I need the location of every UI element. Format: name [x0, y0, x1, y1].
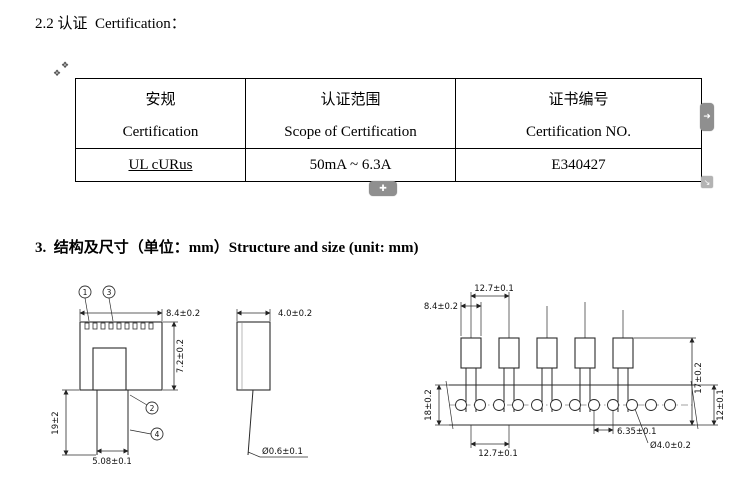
body-serration — [84, 322, 154, 330]
section-title-structure: 3. 结构及尺寸（单位：mm）Structure and size (unit:… — [35, 240, 419, 256]
header-zh-label: 安规 — [145, 91, 176, 108]
cell-cert-no: E340427 — [455, 148, 702, 182]
fuse-body-side-outline — [236, 321, 271, 391]
header-zh-label: 证书编号 — [548, 91, 609, 108]
side-view-drawing: 4.0±0.2 Ø0.6±0.1 — [236, 309, 312, 458]
section-title-certification: 2.2 认证 Certification： — [35, 16, 186, 32]
dim-side-lead-diameter: Ø0.6±0.1 — [262, 446, 303, 457]
dim-tape-right-height: 12±0.1 — [716, 389, 726, 420]
lead-side — [247, 389, 254, 456]
nav-arrow-up-button[interactable]: ✚ — [369, 181, 397, 196]
dim-tape-body-width: 8.4±0.2 — [424, 302, 458, 312]
nav-arrow-right-button[interactable]: ➜ — [700, 103, 714, 131]
dim-front-width: 8.4±0.2 — [166, 309, 200, 319]
tape-fuse-body — [460, 337, 482, 369]
header-cell-scope: 认证范围 Scope of Certification — [245, 78, 456, 149]
certification-table: 安规 Certification 认证范围 Scope of Certifica… — [75, 78, 702, 182]
dim-tape-pitch-top: 12.7±0.1 — [474, 284, 514, 294]
callout-2-circle — [145, 401, 159, 415]
callout-4-leader — [129, 429, 152, 435]
dim-front-lead-length: 19±2 — [51, 411, 61, 434]
dim-tape-total-height: 17±0.2 — [694, 362, 704, 393]
header-cell-certification: 安规 Certification — [75, 78, 246, 149]
dim-tape-hole-diameter: Ø4.0±0.2 — [650, 440, 691, 451]
anchor-marker-icon: ❖ — [53, 68, 62, 78]
tape-leads — [465, 368, 629, 412]
callout-4-label: 4 — [155, 430, 160, 439]
table-row: UL cURus 50mA ~ 6.3A E340427 — [75, 148, 702, 182]
hole-dia-leader — [634, 408, 649, 444]
tape-fuse-body — [498, 337, 520, 369]
tape-fuse-body — [536, 337, 558, 369]
header-cell-cert-no: 证书编号 Certification NO. — [455, 78, 702, 149]
tape-pack-drawing: 12.7±0.1 8.4±0.2 17±0.2 12±0.1 18±0.2 6.… — [424, 284, 726, 459]
anchor-marker-icon: ❖ — [61, 60, 70, 70]
callout-3-label: 3 — [107, 288, 112, 297]
dim-tape-hole-pitch: 6.35±0.1 — [617, 427, 657, 437]
structure-drawings: 1 3 8.4±0.2 7.2±0.2 — [51, 284, 726, 467]
tape-feed-holes — [455, 399, 676, 411]
table-header-row: 安规 Certification 认证范围 Scope of Certifica… — [75, 78, 702, 149]
dim-side-depth: 4.0±0.2 — [278, 309, 312, 319]
tape-fuse-body — [574, 337, 596, 369]
header-en-label: Certification NO. — [526, 123, 631, 140]
cell-scope: 50mA ~ 6.3A — [245, 148, 456, 182]
dim-tape-pitch-bottom: 12.7±0.1 — [478, 449, 518, 459]
dim-front-body-height: 7.2±0.2 — [176, 339, 186, 373]
dim-front-pitch: 5.08±0.1 — [92, 457, 132, 467]
fuse-inner-element — [92, 347, 127, 391]
callout-1-leader — [84, 297, 90, 322]
callout-1-label: 1 — [83, 288, 88, 297]
certification-value: UL cURus — [128, 156, 193, 173]
header-en-label: Scope of Certification — [284, 123, 417, 140]
cell-certification: UL cURus — [75, 148, 246, 182]
header-en-label: Certification — [122, 123, 199, 140]
callout-3-leader — [108, 297, 114, 322]
dim-tape-width: 18±0.2 — [424, 389, 434, 420]
tape-fuse-body — [612, 337, 634, 369]
callout-2-leader — [129, 394, 148, 406]
resize-corner-icon[interactable]: ↘ — [701, 176, 713, 188]
front-view-drawing: 1 3 8.4±0.2 7.2±0.2 — [51, 285, 200, 467]
callout-2-label: 2 — [150, 404, 155, 413]
header-zh-label: 认证范围 — [320, 91, 381, 108]
